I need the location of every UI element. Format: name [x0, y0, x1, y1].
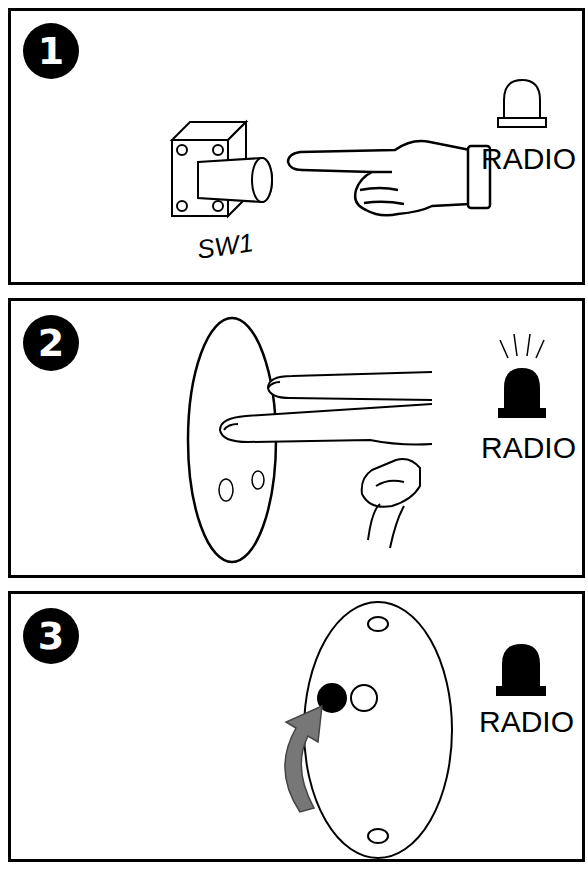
- step-number: 1: [38, 32, 64, 70]
- switch-label: SW1: [195, 229, 254, 263]
- lamp-label: RADIO: [479, 707, 574, 737]
- lamp-icon-on: [496, 644, 546, 696]
- fingers: [220, 372, 432, 548]
- lamp-icon-lit: [498, 334, 546, 418]
- callout-number: 2: [23, 315, 79, 371]
- switch-symbol: [172, 122, 272, 216]
- callout-number: 1: [23, 23, 79, 79]
- remote-front-view: [304, 602, 452, 858]
- step-panel: RADIO 3: [8, 591, 585, 862]
- lamp-icon: [498, 80, 546, 127]
- pointing-hand: [288, 141, 490, 215]
- callout-number: 3: [23, 608, 79, 664]
- lamp-label: RADIO: [481, 144, 576, 174]
- step-panel: RADIO SW1 1: [8, 8, 585, 285]
- lamp-label: RADIO: [481, 433, 576, 463]
- step-number: 3: [38, 617, 64, 655]
- press-arrow: [285, 706, 322, 812]
- step-panel: RADIO 2: [8, 298, 585, 578]
- step-number: 2: [38, 324, 64, 362]
